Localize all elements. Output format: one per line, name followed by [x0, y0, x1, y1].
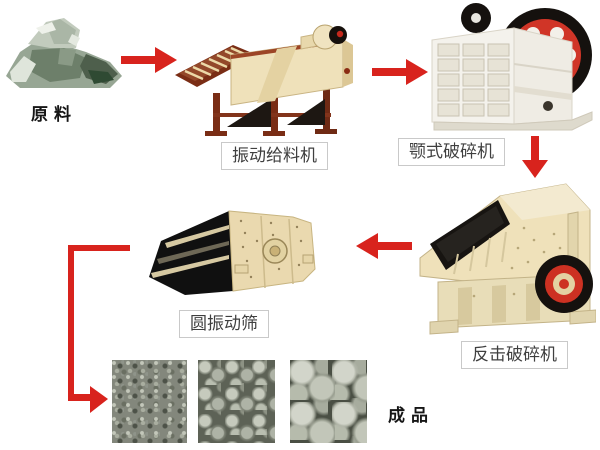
jaw-crusher-icon	[431, 3, 593, 131]
vibrating-screen-label: 圆振动筛	[179, 310, 269, 339]
medium-aggregate-photo	[198, 360, 275, 443]
vibrating-feeder-icon	[175, 24, 353, 136]
arrow-raw-to-feeder-icon	[121, 47, 177, 73]
fine-aggregate-photo	[112, 360, 187, 443]
jaw-crusher-image	[426, 2, 598, 134]
raw-material-label: 原料	[31, 105, 77, 124]
arrow-impact-to-screen-icon	[356, 233, 412, 259]
coarse-aggregate-photo	[290, 360, 367, 443]
rock-icon	[6, 18, 122, 88]
vibrating-screen-icon	[149, 210, 316, 295]
jaw-crusher-label: 颚式破碎机	[398, 138, 505, 167]
arrow-feeder-to-jaw-icon	[372, 59, 428, 85]
vibrating-screen-image	[145, 207, 317, 299]
impact-crusher-label: 反击破碎机	[461, 341, 568, 370]
product-label: 成品	[388, 406, 434, 425]
feeder-label: 振动给料机	[221, 142, 328, 171]
arrow-jaw-to-impact-icon	[522, 136, 548, 178]
raw-material-rock-image	[2, 14, 126, 92]
vibrating-feeder-image	[173, 13, 357, 139]
arrow-screen-to-product-icon	[68, 245, 130, 413]
impact-crusher-icon	[419, 183, 597, 335]
impact-crusher-image	[414, 178, 597, 336]
